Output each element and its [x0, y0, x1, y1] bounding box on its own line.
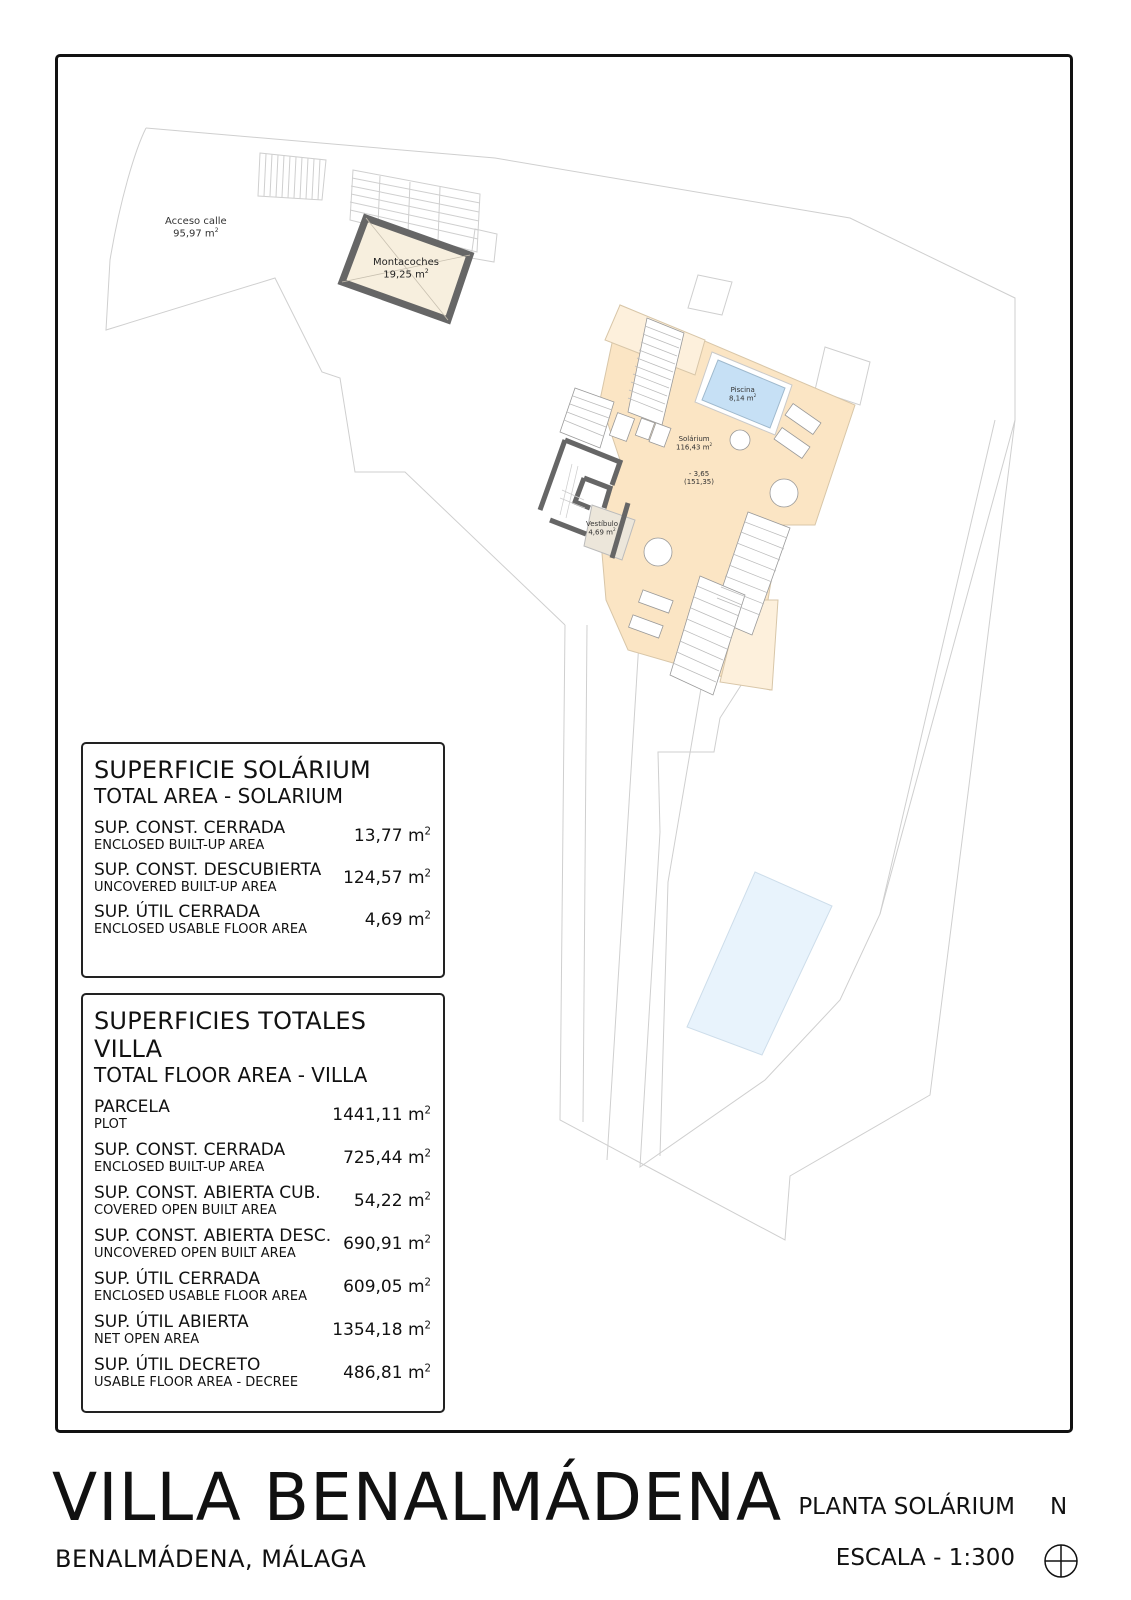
room-name: Montacoches — [373, 257, 439, 268]
table-row: SUP. CONST. ABIERTA DESC.UNCOVERED OPEN … — [94, 1226, 431, 1262]
row-label-es: PARCELA — [94, 1097, 170, 1117]
solarium-area-table: SUPERFICIE SOLÁRIUM TOTAL AREA - SOLARIU… — [81, 742, 445, 978]
row-label-en: ENCLOSED BUILT-UP AREA — [94, 1160, 265, 1175]
drawing-scale: ESCALA - 1:300 — [835, 1545, 1015, 1571]
table-row: SUP. CONST. ABIERTA CUB.COVERED OPEN BUI… — [94, 1183, 431, 1219]
drawing-title: VILLA BENALMÁDENA — [52, 1459, 783, 1536]
room-name: Acceso calle — [165, 216, 227, 227]
row-label-es: SUP. CONST. CERRADA — [94, 818, 286, 838]
table-subtitle: TOTAL FLOOR AREA - VILLA — [94, 1063, 368, 1087]
row-label-en: UNCOVERED OPEN BUILT AREA — [94, 1246, 296, 1261]
row-label-es: SUP. ÚTIL CERRADA — [94, 902, 260, 922]
site-plan — [105, 127, 1016, 1241]
label-montacoches: Montacoches 19,25 m2 — [373, 257, 439, 280]
row-value: 124,57 m2 — [343, 868, 431, 888]
row-label-es: SUP. ÚTIL DECRETO — [94, 1355, 261, 1375]
room-name: Piscina — [730, 386, 755, 394]
row-label-en: ENCLOSED BUILT-UP AREA — [94, 838, 265, 853]
row-value: 13,77 m2 — [353, 826, 431, 846]
row-label-en: ENCLOSED USABLE FLOOR AREA — [94, 1289, 307, 1304]
level-value: - 3,65 — [688, 470, 710, 478]
row-label-es: SUP. CONST. ABIERTA CUB. — [94, 1183, 321, 1203]
room-area: 8,14 m2 — [729, 393, 757, 403]
row-label-en: UNCOVERED BUILT-UP AREA — [94, 880, 277, 895]
row-label-es: SUP. ÚTIL ABIERTA — [94, 1312, 249, 1332]
room-area: 4,69 m2 — [588, 527, 616, 537]
row-label-en: USABLE FLOOR AREA - DECREE — [94, 1375, 299, 1390]
north-compass-icon — [1044, 1544, 1078, 1578]
row-label-en: COVERED OPEN BUILT AREA — [94, 1203, 277, 1218]
label-acceso-calle: Acceso calle 95,97 m2 — [165, 216, 227, 239]
room-name: Solárium — [678, 435, 710, 443]
label-piscina: Piscina 8,14 m2 — [729, 386, 756, 402]
level-absolute: (151,35) — [684, 478, 714, 487]
north-label: N — [1050, 1494, 1068, 1520]
table-title: SUPERFICIE SOLÁRIUM — [94, 756, 371, 784]
row-label-es: SUP. CONST. ABIERTA DESC. — [94, 1226, 332, 1246]
room-area: 116,43 m2 — [676, 442, 713, 452]
row-value: 54,22 m2 — [353, 1191, 431, 1211]
label-vestibulo: Vestíbulo 4,69 m2 — [586, 520, 618, 536]
table-subtitle: TOTAL AREA - SOLARIUM — [94, 784, 344, 808]
row-label-es: SUP. ÚTIL CERRADA — [94, 1269, 260, 1289]
row-value: 609,05 m2 — [343, 1277, 431, 1297]
row-value: 690,91 m2 — [343, 1234, 431, 1254]
row-value: 1354,18 m2 — [332, 1320, 431, 1340]
label-level: - 3,65 (151,35) — [684, 470, 714, 486]
room-area: 19,25 m2 — [383, 267, 429, 280]
villa-area-table: SUPERFICIES TOTALES VILLA TOTAL FLOOR AR… — [81, 993, 445, 1413]
plan-name: PLANTA SOLÁRIUM — [798, 1494, 1015, 1520]
drawing-location: BENALMÁDENA, MÁLAGA — [55, 1545, 367, 1573]
room-name: Vestíbulo — [586, 520, 618, 528]
row-label-en: ENCLOSED USABLE FLOOR AREA — [94, 922, 307, 937]
drawing-frame — [55, 54, 1073, 1433]
row-label-es: SUP. CONST. DESCUBIERTA — [94, 860, 322, 880]
row-label-en: NET OPEN AREA — [94, 1332, 200, 1347]
row-value: 725,44 m2 — [343, 1148, 431, 1168]
label-solarium: Solárium 116,43 m2 — [676, 435, 712, 451]
row-label-es: SUP. CONST. CERRADA — [94, 1140, 286, 1160]
row-value: 1441,11 m2 — [332, 1105, 431, 1125]
table-title: SUPERFICIES TOTALES VILLA — [94, 1007, 367, 1063]
row-label-en: PLOT — [94, 1117, 127, 1132]
room-area: 95,97 m2 — [173, 226, 219, 239]
row-value: 486,81 m2 — [343, 1363, 431, 1383]
row-value: 4,69 m2 — [364, 910, 431, 930]
